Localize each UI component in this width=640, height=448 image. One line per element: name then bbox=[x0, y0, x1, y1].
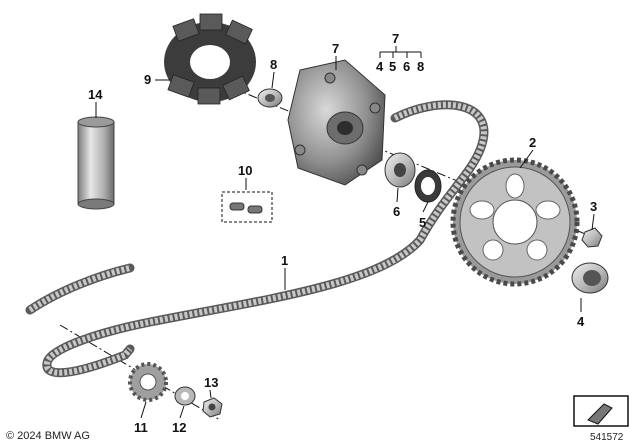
lock-washer bbox=[174, 386, 196, 406]
callout-14: 14 bbox=[88, 87, 103, 102]
rear-sprocket bbox=[450, 157, 580, 287]
spacer-4 bbox=[571, 262, 609, 294]
nut-13 bbox=[202, 397, 223, 418]
shaft-seal-5 bbox=[414, 169, 442, 203]
callout-13: 13 bbox=[204, 375, 219, 390]
bearing-6 bbox=[384, 152, 416, 188]
group7-item-5: 5 bbox=[389, 59, 397, 74]
callout-3: 3 bbox=[590, 199, 598, 214]
cush-drive-damper bbox=[164, 13, 256, 105]
callout-4: 4 bbox=[577, 314, 585, 329]
callout-10: 10 bbox=[238, 163, 253, 178]
callout-11: 11 bbox=[134, 420, 148, 435]
bearing-8 bbox=[257, 88, 283, 108]
callout-2: 2 bbox=[529, 135, 537, 150]
group7-item-6: 6 bbox=[403, 59, 411, 74]
callout-9: 9 bbox=[144, 72, 152, 87]
chain-sprocket-flange bbox=[287, 59, 386, 186]
callout-12: 12 bbox=[172, 420, 187, 435]
callout-8: 8 bbox=[270, 57, 278, 72]
group7-title: 7 bbox=[392, 31, 400, 46]
drive-chain bbox=[25, 100, 489, 378]
sleeve-14 bbox=[77, 116, 115, 210]
callout-5: 5 bbox=[419, 215, 427, 230]
nut-3 bbox=[581, 227, 603, 248]
leader-lines bbox=[95, 46, 595, 419]
callout-1: 1 bbox=[281, 253, 289, 268]
callout-7: 7 bbox=[332, 41, 340, 56]
view-direction-icon bbox=[573, 395, 629, 427]
front-sprocket bbox=[128, 362, 168, 402]
chain-joint-box bbox=[221, 191, 273, 223]
diagram-id: 541572 bbox=[590, 432, 624, 443]
callout-6: 6 bbox=[393, 204, 401, 219]
group7-item-8: 8 bbox=[417, 59, 425, 74]
group7-item-4: 4 bbox=[376, 59, 384, 74]
copyright: © 2024 BMW AG bbox=[6, 430, 90, 442]
